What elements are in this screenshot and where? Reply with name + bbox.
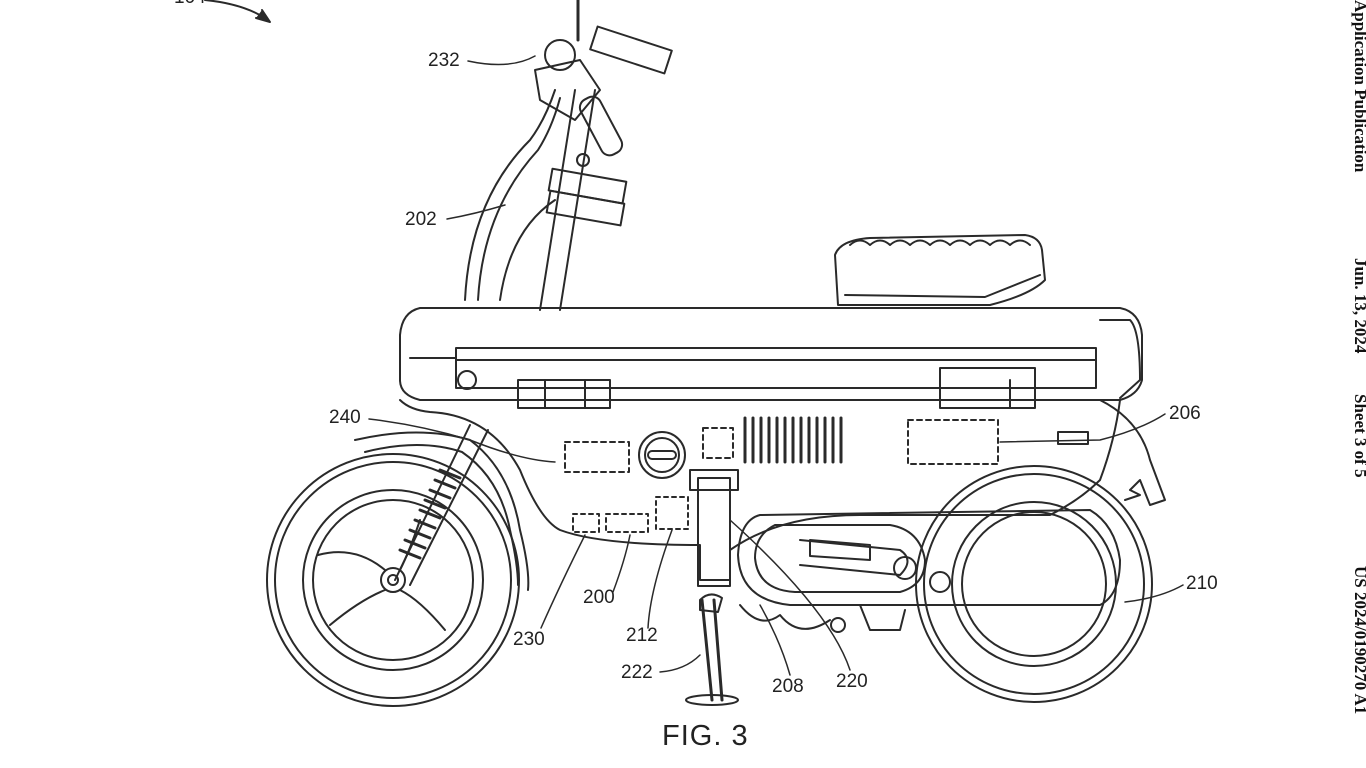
- ref-212: 212: [626, 625, 658, 646]
- header-publication-number: US 2024/0190270 A1: [1351, 566, 1366, 715]
- leader-lines: [368, 55, 1184, 676]
- main-body: [399, 307, 1143, 409]
- seat: [834, 234, 1046, 306]
- ref-202: 202: [405, 209, 437, 230]
- swing-arm: [737, 509, 1121, 606]
- front-fender: [354, 431, 530, 591]
- kickstand: [685, 593, 739, 706]
- front-wheel: [266, 453, 520, 707]
- lower-frame: [399, 399, 1121, 587]
- handlebar: [534, 25, 673, 167]
- header-sheet: Sheet 3 of 5: [1351, 394, 1366, 478]
- ref-200: 200: [583, 587, 615, 608]
- ref-206: 206: [1169, 403, 1201, 424]
- header-date: Jun. 13, 2024: [1351, 258, 1366, 354]
- figure-caption: FIG. 3: [662, 720, 749, 752]
- steering-column: [464, 89, 628, 311]
- ref-208: 208: [772, 676, 804, 697]
- patent-header: Application Publication Jun. 13, 2024 Sh…: [1336, 0, 1366, 768]
- ref-230: 230: [513, 629, 545, 650]
- ref-232: 232: [428, 50, 460, 71]
- ref-220: 220: [836, 671, 868, 692]
- partial-label-104: 104: [174, 0, 206, 7]
- header-publication-type: Application Publication: [1351, 0, 1366, 173]
- front-suspension: [394, 424, 489, 586]
- scooter-line-drawing: [204, 0, 1184, 707]
- ref-240: 240: [329, 407, 361, 428]
- rear-fender: [1099, 399, 1166, 506]
- ref-222: 222: [621, 662, 653, 683]
- ref-210: 210: [1186, 573, 1218, 594]
